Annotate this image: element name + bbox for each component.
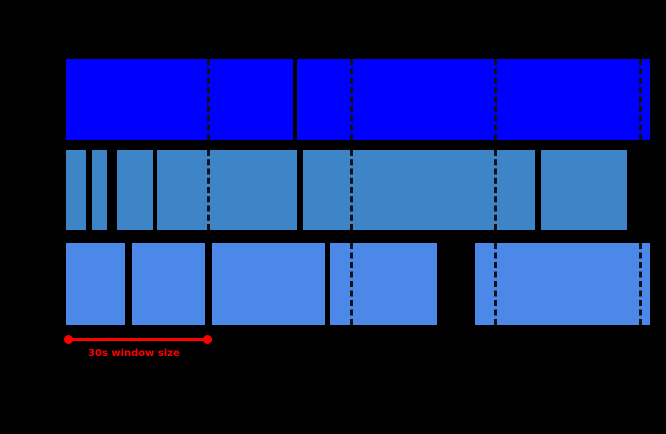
window-size-label: 30s window size	[88, 348, 180, 359]
segment-bar[interactable]	[66, 59, 293, 140]
segment-bar[interactable]	[303, 150, 535, 230]
timeline-track-2	[0, 150, 666, 230]
measure-start-dot	[64, 335, 73, 344]
segment-bar[interactable]	[66, 150, 86, 230]
segment-bar[interactable]	[117, 150, 153, 230]
segment-bar[interactable]	[157, 150, 297, 230]
timeline-track-1	[0, 59, 666, 140]
segment-bar[interactable]	[132, 243, 205, 325]
measure-end-dot	[203, 335, 212, 344]
segment-bar[interactable]	[297, 59, 650, 140]
timeline-track-3	[0, 243, 666, 325]
segment-bar[interactable]	[541, 150, 627, 230]
segment-bar[interactable]	[330, 243, 437, 325]
window-size-measure-line	[68, 338, 207, 341]
segment-bar[interactable]	[212, 243, 325, 325]
segment-bar[interactable]	[66, 243, 125, 325]
segment-bar[interactable]	[475, 243, 650, 325]
segment-bar[interactable]	[92, 150, 107, 230]
